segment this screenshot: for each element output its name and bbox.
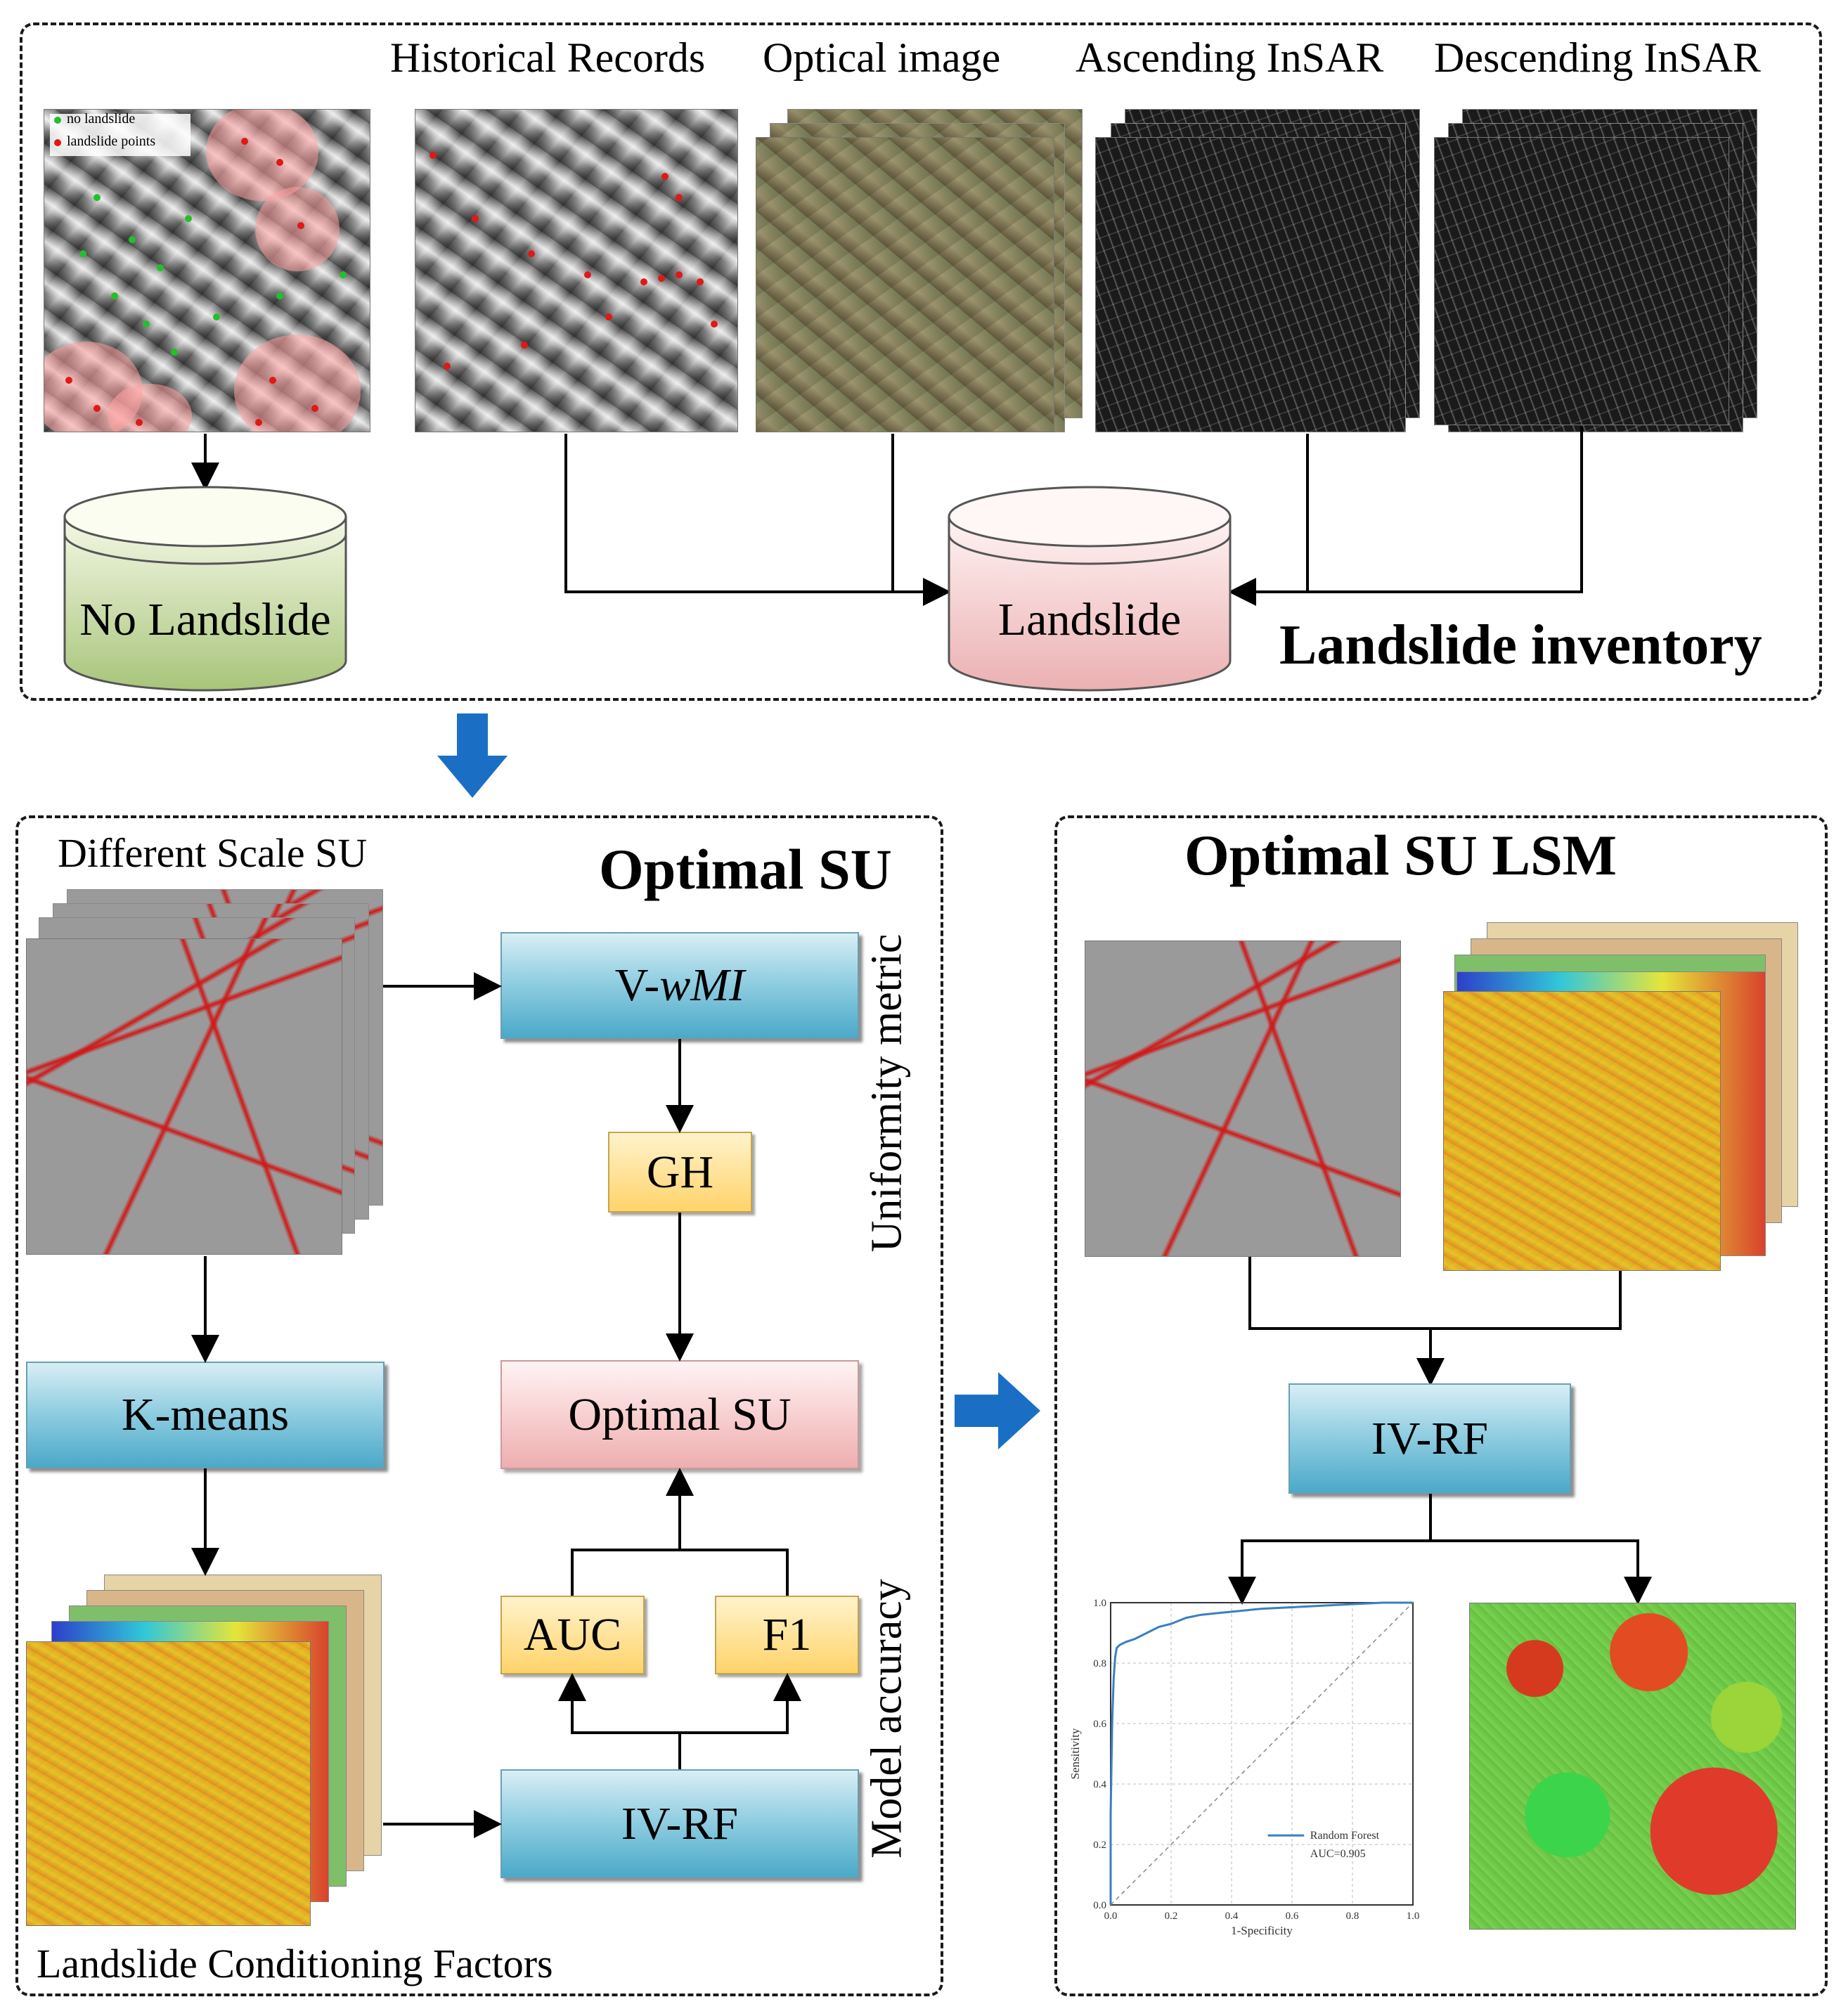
- roc-xlabel: 1-Specificity: [1231, 1924, 1293, 1937]
- roc-y-tick: 0.4: [1093, 1779, 1106, 1790]
- optimal-su-map: [1085, 941, 1401, 1257]
- ascending-insar-image: [1095, 137, 1390, 432]
- no-landslide-database: [63, 486, 347, 692]
- optimal-su-lsm-panel: [1054, 815, 1828, 1996]
- vwmi-box: V-wMI: [500, 932, 859, 1039]
- roc-x-tick: 1.0: [1407, 1911, 1420, 1922]
- model-accuracy-label: Model accuracy: [863, 1579, 911, 1859]
- right-arrow: [955, 1372, 1040, 1449]
- label-optical-image: Optical image: [763, 34, 1001, 81]
- roc-reference-line: [1110, 1602, 1414, 1906]
- roc-x-tick: 0.0: [1104, 1911, 1118, 1922]
- optimal-su-lsm-title: Optimal SU LSM: [1184, 823, 1617, 887]
- roc-chart: 0.0 0.2 0.4 0.6 0.8 1.0 0.0 0.2 0.4 0.6 0.8 1.0 1-Sp…: [1068, 1598, 1420, 1937]
- roc-y-tick: 0.8: [1093, 1658, 1106, 1669]
- roc-x-tick: 0.2: [1165, 1911, 1178, 1922]
- landslide-inventory-title: Landslide inventory: [1279, 614, 1762, 676]
- kmeans-box: K-means: [26, 1362, 385, 1468]
- inventory-connectors: [63, 427, 1583, 692]
- different-scale-su-map: [26, 938, 342, 1255]
- auc-box: AUC: [500, 1596, 645, 1674]
- landslide-susceptibility-map: [1469, 1603, 1796, 1930]
- lsm-conditioning-factors-map: [1443, 991, 1721, 1271]
- historical-records-map: [415, 109, 738, 432]
- conditioning-factors-label: Landslide Conditioning Factors: [37, 1941, 553, 1986]
- optical-image: [756, 137, 1054, 432]
- descending-insar-image: [1434, 137, 1729, 425]
- roc-y-tick: 0.6: [1093, 1719, 1106, 1730]
- ivrf-box-lsm: IV-RF: [1288, 1383, 1571, 1494]
- vwmi-prefix: V-: [614, 959, 660, 1011]
- roc-auc-annotation: AUC=0.905: [1310, 1848, 1366, 1860]
- roc-x-tick: 0.4: [1225, 1911, 1239, 1922]
- legend-landslide-points: landslide points: [67, 134, 156, 149]
- gh-box: GH: [608, 1132, 752, 1213]
- landslide-database-label: Landslide: [997, 594, 1182, 645]
- label-descending-insar: Descending InSAR: [1434, 34, 1761, 81]
- optimal-su-panel: [15, 815, 943, 1996]
- f1-box: F1: [715, 1596, 859, 1674]
- roc-y-tick: 0.0: [1093, 1900, 1106, 1911]
- roc-curve: [1109, 1601, 1413, 1905]
- sample-points-map: no landslide landslide points: [44, 109, 370, 432]
- roc-legend-label: Random Forest: [1310, 1830, 1380, 1842]
- optimal-su-title: Optimal SU: [599, 837, 892, 901]
- uniformity-metric-label: Uniformity metric: [863, 933, 911, 1253]
- legend-no-landslide: no landslide: [67, 111, 136, 127]
- roc-x-tick: 0.6: [1286, 1911, 1299, 1922]
- roc-y-tick: 0.2: [1093, 1840, 1106, 1851]
- label-historical-records: Historical Records: [390, 34, 706, 81]
- roc-ylabel: Sensitivity: [1068, 1728, 1082, 1779]
- different-scale-su-label: Different Scale SU: [58, 830, 368, 876]
- down-arrow: [437, 713, 508, 798]
- label-ascending-insar: Ascending InSAR: [1075, 34, 1384, 81]
- optimal-su-box: Optimal SU: [500, 1360, 859, 1469]
- roc-x-tick: 0.8: [1346, 1911, 1359, 1922]
- no-landslide-database-label: No Landslide: [79, 594, 331, 645]
- landslide-database: [948, 486, 1232, 692]
- conditioning-factors-map: [26, 1641, 311, 1926]
- vwmi-italic: wMI: [659, 959, 745, 1011]
- landslide-inventory-panel: [20, 22, 1822, 701]
- roc-y-tick: 1.0: [1093, 1598, 1106, 1609]
- ivrf-box-optimal: IV-RF: [500, 1769, 859, 1878]
